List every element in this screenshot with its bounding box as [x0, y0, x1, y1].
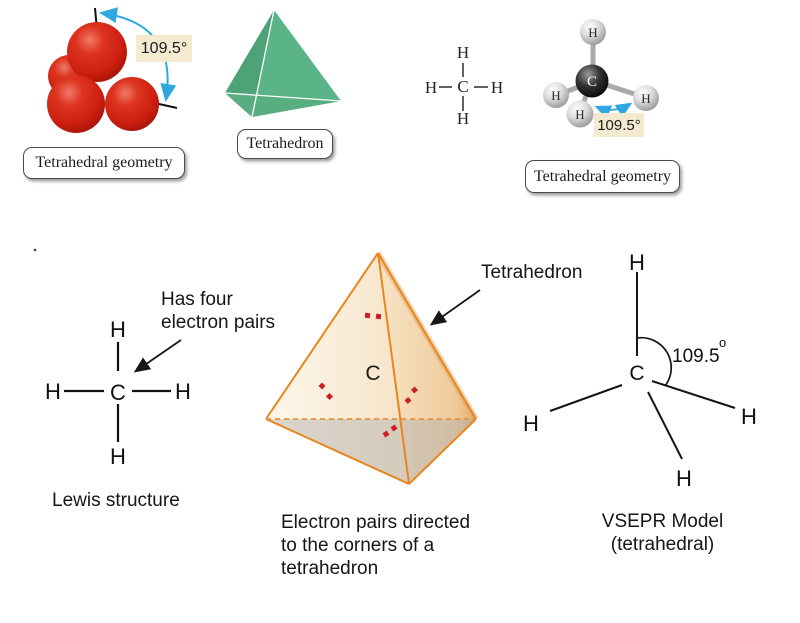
electron-dot [375, 313, 382, 320]
hydrogen-sphere-right [633, 85, 659, 111]
vsepr-model: H H H H C 109.5 o [523, 250, 757, 491]
atom-h-bottom: H [676, 466, 692, 491]
tetrahedron-caption: Electron pairs directed to the corners o… [281, 511, 470, 580]
tetrahedron-edges [265, 252, 477, 485]
bond-angle-arrow-icon [594, 102, 633, 119]
balloon-front-right [105, 77, 159, 131]
angle-degree-superscript: o [719, 335, 726, 350]
caption-box-green-tetrahedron: Tetrahedron [237, 129, 333, 159]
atom-h-top: H [110, 317, 126, 342]
tetrahedron-caption-line1: Electron pairs directed [281, 512, 471, 533]
tetrahedron-back-edge [224, 92, 342, 102]
lewis-annotation: Has four electron pairs [161, 288, 275, 334]
h-label-top: H [588, 25, 597, 40]
caption-box-green-tetrahedron-text: Tetrahedron [246, 135, 324, 152]
atom-h-left: H [523, 411, 539, 436]
tetrahedron-label-text: Tetrahedron [481, 262, 583, 283]
tetrahedron-bottom-face [266, 419, 476, 484]
lewis-structure-top: H H C H H [425, 43, 503, 128]
bonds [64, 342, 171, 442]
electron-dot [318, 382, 326, 390]
balloon-model [47, 7, 178, 133]
angle-chip-ball-stick: 109.5° [594, 113, 644, 137]
caption-box-balloons-text: Tetrahedral geometry [35, 154, 173, 171]
tetrahedron-left-face [266, 253, 409, 484]
bond-angle-arc-icon [636, 336, 673, 387]
caption-box-ball-stick: Tetrahedral geometry [525, 160, 680, 193]
bonds [549, 272, 736, 460]
stray-dot [33, 248, 37, 252]
electron-dot [364, 312, 371, 319]
lewis-caption-text: Lewis structure [52, 490, 180, 511]
green-tetrahedron [224, 9, 342, 118]
vsepr-caption: VSEPR Model (tetrahedral) [575, 510, 750, 556]
atom-h-bottom: H [457, 109, 469, 128]
sphere-labels: H H H H C [551, 25, 650, 122]
tetrahedron-caption-line2: to the corners of a [281, 535, 435, 556]
atom-h-right: H [491, 78, 503, 97]
atom-h-top: H [629, 250, 645, 275]
tetrahedron-left-face [225, 10, 274, 117]
caption-box-balloons: Tetrahedral geometry [23, 147, 185, 179]
bonds [439, 63, 488, 111]
atom-h-bottom: H [110, 444, 126, 469]
electron-dot [325, 392, 334, 401]
atom-c: C [457, 77, 468, 96]
hydrogen-sphere-top [580, 19, 606, 45]
electron-dot [410, 386, 419, 394]
caption-box-ball-stick-text: Tetrahedral geometry [533, 167, 672, 185]
angle-chip-ball-stick-text: 109.5° [597, 116, 641, 134]
angle-value: 109.5 [672, 346, 720, 367]
vsepr-caption-line2: (tetrahedral) [610, 534, 715, 555]
lewis-structure-bottom: H H C H H [33, 248, 191, 469]
tetrahedron-label: Tetrahedron [481, 261, 582, 284]
angle-chip-balloons-text: 109.5° [140, 39, 188, 57]
h-label-right: H [641, 91, 650, 106]
electron-dot [404, 396, 412, 405]
tetrahedron-pointer-arrow-icon [429, 289, 481, 326]
lewis-caption: Lewis structure [52, 489, 180, 512]
annotation-arrow-icon [133, 339, 182, 373]
tetrahedron-caption-line3: tetrahedron [281, 558, 379, 579]
atom-c: C [629, 362, 644, 385]
h-label-left: H [551, 88, 560, 103]
carbon-sphere [575, 64, 609, 98]
atom-h-right: H [175, 379, 191, 404]
electron-pair-dots [318, 312, 419, 438]
hydrogen-sphere-left [543, 82, 569, 108]
atom-c: C [110, 380, 126, 405]
vsepr-caption-line1: VSEPR Model [601, 511, 724, 532]
balloon-top [67, 22, 127, 82]
center-atom-label: C [365, 362, 380, 385]
balloon-front-left [47, 75, 105, 133]
c-label: C [587, 74, 597, 90]
atom-h-left: H [425, 78, 437, 97]
atom-h-top: H [457, 43, 469, 62]
angle-chip-balloons: 109.5° [136, 35, 192, 62]
electron-dot [382, 430, 390, 438]
atom-h-right: H [741, 404, 757, 429]
hydrogen-sphere-front [566, 100, 594, 128]
lewis-annotation-line2: electron pairs [161, 312, 276, 333]
tetrahedron-right-face [378, 253, 476, 484]
h-label-front: H [575, 107, 584, 122]
atom-h-left: H [45, 379, 61, 404]
orange-tetrahedron: C [265, 251, 481, 485]
lewis-annotation-line1: Has four [161, 289, 233, 310]
ball-and-stick-model: H H H H C [543, 19, 659, 128]
tetrahedron-front-edge [251, 9, 275, 118]
electron-dot [390, 424, 398, 432]
